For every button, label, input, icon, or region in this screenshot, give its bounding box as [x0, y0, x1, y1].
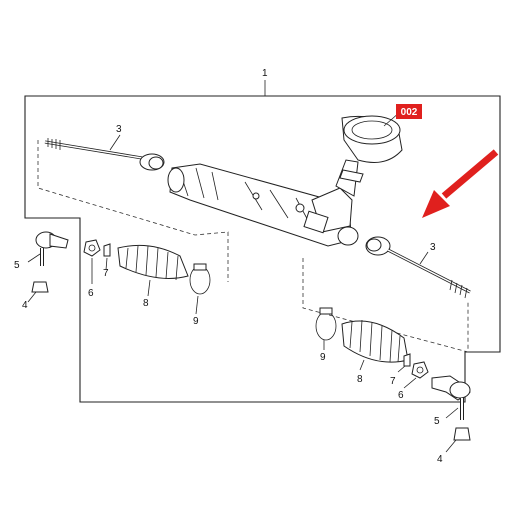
- left-tie-rod-end: [27, 231, 69, 266]
- left-nut: [83, 239, 101, 284]
- red-arrow-icon: [422, 149, 499, 218]
- right-nut: [403, 361, 429, 389]
- callout-tie-rod-left: 3: [116, 124, 122, 135]
- right-boot: [341, 319, 409, 371]
- callout-nut-right: 6: [398, 390, 404, 401]
- rack-housing: [167, 163, 359, 247]
- right-clamp: [315, 307, 337, 350]
- assembly-frame: [24, 95, 501, 403]
- right-tie-rod: [365, 236, 471, 299]
- callout-clamp-left: 9: [193, 316, 199, 327]
- left-clamp: [189, 263, 211, 315]
- left-ball-stud: [27, 281, 49, 303]
- callout-tie-rod-end-left: 5: [14, 260, 20, 271]
- part-code-badge: 002: [396, 104, 422, 119]
- callout-ball-stud-left: 4: [22, 300, 28, 311]
- callout-tie-rod-end-right: 5: [434, 416, 440, 427]
- right-ball-stud: [445, 427, 471, 453]
- callout-ball-stud-right: 4: [437, 454, 443, 465]
- callout-clip-right: 7: [390, 376, 396, 387]
- right-tie-rod-end: [431, 375, 471, 420]
- left-tie-rod-dash-box: [37, 140, 229, 282]
- callout-boot-right: 8: [357, 374, 363, 385]
- left-tie-rod: [44, 134, 165, 171]
- callout-assembly: 1: [262, 68, 268, 79]
- callout-clip-left: 7: [103, 268, 109, 279]
- callout-boot-left: 8: [143, 298, 149, 309]
- callout-clamp-right: 9: [320, 352, 326, 363]
- callout-tie-rod-right: 3: [430, 242, 436, 253]
- pinion-housing: [335, 111, 403, 197]
- part-code-label: 002: [401, 107, 418, 118]
- callout-nut-left: 6: [88, 288, 94, 299]
- left-clip: [103, 243, 111, 271]
- right-clip: [397, 353, 411, 373]
- left-boot: [117, 244, 189, 297]
